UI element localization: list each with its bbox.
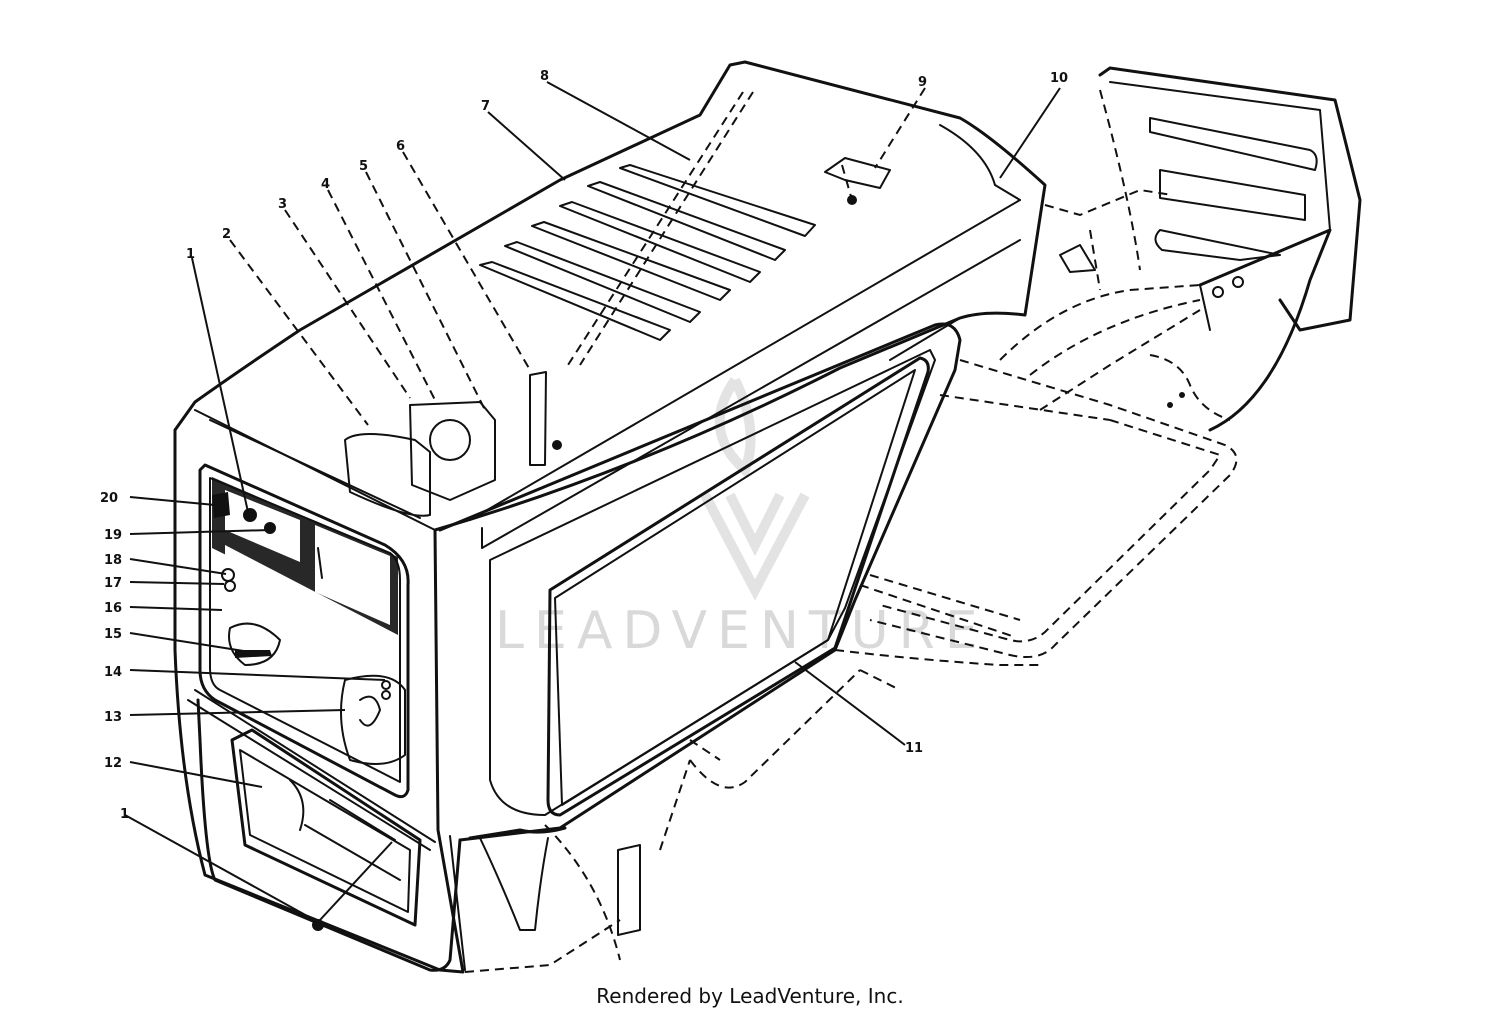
callout-13: 13 bbox=[104, 710, 122, 725]
leader-lines bbox=[124, 81, 1061, 923]
grille-window bbox=[198, 463, 410, 799]
callout-6: 6 bbox=[396, 139, 405, 154]
callout-10: 10 bbox=[1050, 71, 1068, 86]
callout-19: 19 bbox=[104, 528, 122, 543]
callout-1b: 1 bbox=[120, 807, 129, 822]
hood-vents bbox=[479, 164, 816, 341]
footer-credit: Rendered by LeadVenture, Inc. bbox=[596, 984, 904, 1008]
callout-18: 18 bbox=[104, 553, 122, 568]
callout-3: 3 bbox=[278, 197, 287, 212]
callout-14: 14 bbox=[104, 665, 122, 680]
lower-front-panel bbox=[196, 698, 462, 972]
callout-2: 2 bbox=[222, 227, 231, 242]
callout-1a: 1 bbox=[186, 247, 195, 262]
hood-body bbox=[173, 60, 1047, 974]
callout-20: 20 bbox=[100, 491, 118, 506]
callout-16: 16 bbox=[104, 601, 122, 616]
callout-5: 5 bbox=[359, 159, 368, 174]
rear-frame bbox=[464, 66, 1362, 973]
callouts: 1 2 3 4 5 6 7 8 9 10 11 12 13 14 15 16 1… bbox=[100, 69, 1068, 822]
callout-15: 15 bbox=[104, 627, 122, 642]
callout-11: 11 bbox=[905, 741, 923, 756]
hood-hardware bbox=[344, 91, 891, 517]
callout-12: 12 bbox=[104, 756, 122, 771]
callout-8: 8 bbox=[540, 69, 549, 84]
callout-4: 4 bbox=[321, 177, 330, 192]
watermark-text: LEADVENTURE bbox=[495, 601, 988, 661]
side-panel bbox=[438, 322, 962, 931]
callout-9: 9 bbox=[918, 75, 927, 90]
watermark-logo: LEADVENTURE bbox=[495, 377, 988, 661]
callout-7: 7 bbox=[481, 99, 490, 114]
callout-17: 17 bbox=[104, 576, 122, 591]
